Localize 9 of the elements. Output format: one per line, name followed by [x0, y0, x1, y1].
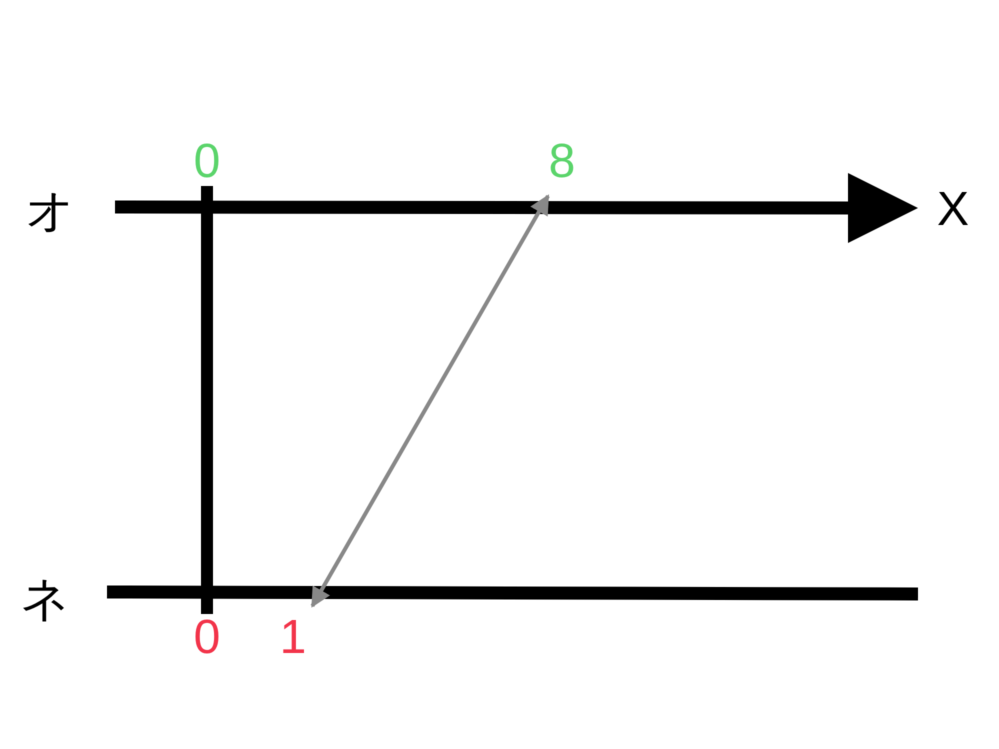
- axis-label: X: [937, 186, 969, 234]
- arrow: [310, 194, 550, 608]
- connector-line: [201, 186, 213, 614]
- tick-number: 0: [194, 138, 220, 186]
- tick-number: 0: [194, 614, 220, 662]
- tick-number: 1: [280, 614, 306, 662]
- axis-label: ネ: [20, 576, 70, 624]
- tick-number: 8: [548, 138, 576, 186]
- axis-label: オ: [26, 188, 74, 236]
